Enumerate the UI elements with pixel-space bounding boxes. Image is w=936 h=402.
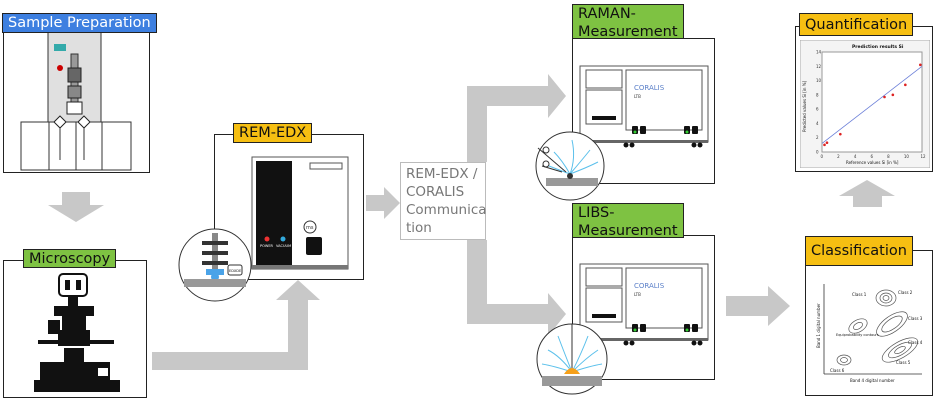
- arrow-up: [839, 180, 895, 207]
- arrow-down: [48, 192, 104, 222]
- class-2: Class 2: [898, 290, 913, 295]
- fit-line: [821, 65, 923, 144]
- data-point: [891, 93, 895, 97]
- libs-model: LTB: [634, 292, 641, 297]
- y-tick-label: 4: [816, 121, 819, 126]
- arrow-to-libs: [467, 240, 566, 336]
- class-y-label: Band 1 digital number: [816, 303, 821, 348]
- data-point: [839, 132, 842, 136]
- arrow-to-raman: [467, 74, 566, 162]
- x-tick-label: 0: [821, 154, 824, 159]
- libs-plasma-zoom: [536, 323, 608, 395]
- contour-label: Equiprobability contours: [836, 333, 879, 337]
- sample-preparation-device: [20, 29, 132, 171]
- edx-detector-zoom: EDXDE: [178, 228, 252, 302]
- class-6: Class 6: [830, 368, 845, 373]
- data-point: [825, 141, 829, 145]
- data-point: [904, 83, 907, 87]
- microscopy-label: Microscopy: [23, 249, 117, 268]
- data-point: [883, 95, 886, 99]
- y-tick-label: 0: [816, 150, 819, 155]
- y-tick-label: 2: [816, 135, 819, 140]
- rem-edx-label: REM-EDX: [233, 123, 313, 143]
- rem-edx-coralis-communication: REM-EDX / CORALIS Communica tion: [400, 162, 487, 240]
- x-tick-label: 4: [854, 154, 857, 159]
- detector-label: EDXDE: [229, 269, 241, 273]
- class-4: Class 4: [908, 340, 923, 345]
- x-tick-label: 6: [871, 154, 874, 159]
- sample-preparation-label: Sample Preparation: [2, 13, 157, 33]
- x-tick-label: 8: [887, 154, 890, 159]
- y-tick-label: 10: [816, 78, 822, 83]
- libs-device: CORALIS LTB: [579, 263, 709, 346]
- rem-logo: ms: [306, 225, 314, 231]
- classification-panel: [805, 250, 933, 396]
- quant-chart-title: Prediction results Si: [852, 44, 904, 50]
- arrow-to-comm: [366, 187, 400, 219]
- raman-laser-zoom: [535, 131, 605, 201]
- raman-brand: CORALIS: [634, 84, 665, 92]
- class-1: Class 1: [852, 292, 867, 297]
- data-point: [823, 143, 826, 147]
- raman-model: LTB: [634, 94, 641, 99]
- libs-label: LIBS- Measurement: [572, 203, 684, 239]
- class-3: Class 3: [908, 316, 923, 321]
- y-tick-label: 14: [816, 50, 822, 55]
- power-label: POWER: [260, 244, 274, 248]
- libs-brand: CORALIS: [634, 282, 665, 290]
- class-5: Class 5: [896, 360, 911, 365]
- quant-x-label: Reference values Si [in %]: [846, 160, 899, 165]
- data-point: [919, 63, 922, 67]
- y-tick-label: 8: [816, 92, 819, 97]
- class-x-label: Band 4 digital number: [850, 378, 895, 383]
- rem-edx-device: POWER VACUUM ms: [251, 156, 349, 270]
- classification-label: Classification: [805, 236, 913, 266]
- arrow-to-classification: [726, 286, 790, 326]
- arrow-to-rem: [152, 280, 320, 370]
- x-tick-label: 12: [921, 154, 927, 159]
- quantification-chart: Prediction results Si 0 2 4 6 8 10 12 0 2 4 6 8 10 12…: [800, 40, 930, 168]
- vacuum-label: VACUUM: [276, 244, 291, 248]
- quant-y-label: Predicted values Si [in %]: [802, 80, 807, 132]
- raman-device: CORALIS LTB: [579, 65, 709, 148]
- quantification-label: Quantification: [799, 13, 914, 36]
- x-tick-label: 2: [837, 154, 840, 159]
- x-tick-label: 10: [904, 154, 910, 159]
- raman-label: RAMAN- Measurement: [572, 4, 684, 40]
- y-tick-label: 6: [816, 107, 819, 112]
- classification-chart: Class 1 Class 2 Class 3 Class 4 Class 5 …: [816, 284, 923, 383]
- microscope-icon: [34, 273, 120, 392]
- y-tick-label: 12: [816, 64, 822, 69]
